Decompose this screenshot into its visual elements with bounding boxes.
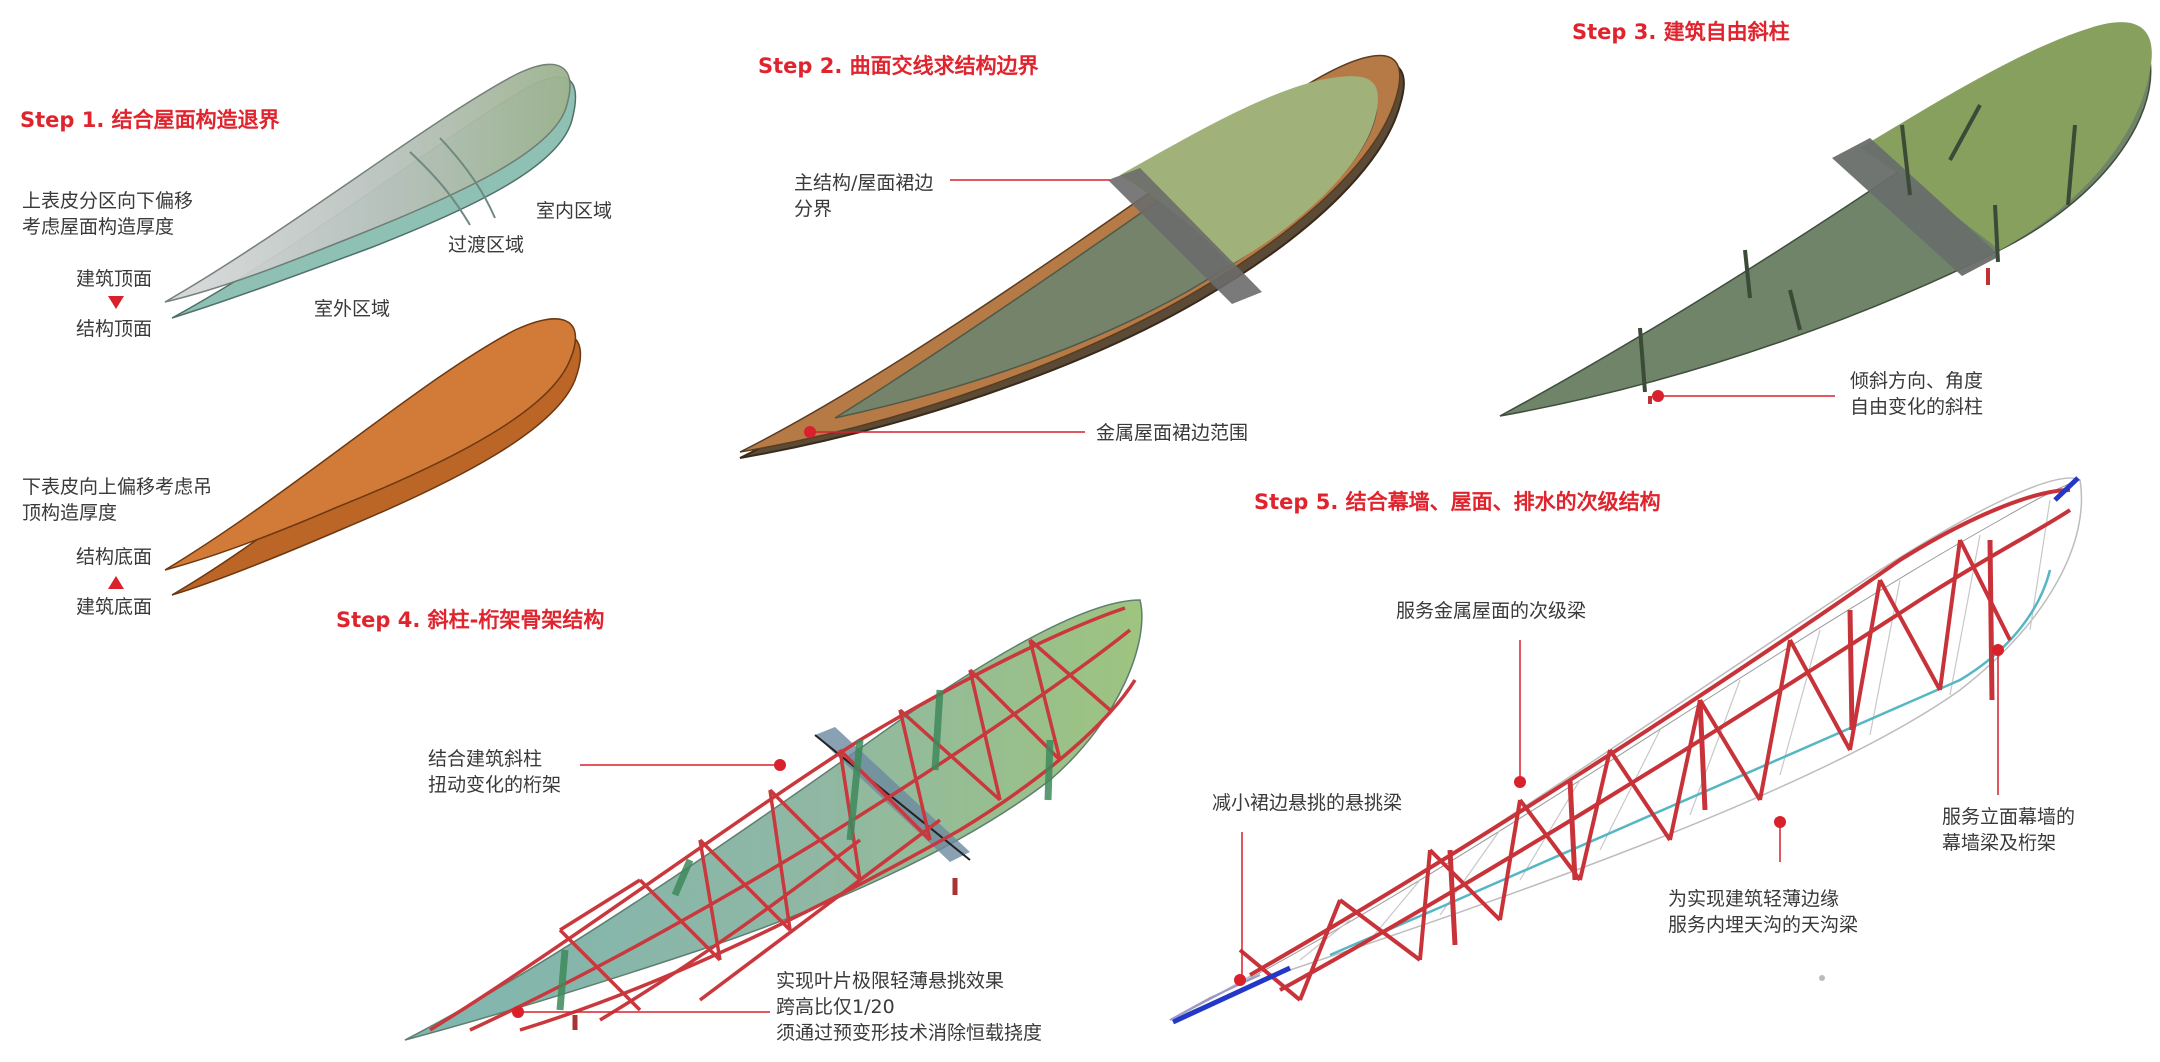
step1-transition-label: 过渡区域 [448, 234, 525, 256]
step1-top-note: 上表皮分区向下偏移 考虑屋面构造厚度 [22, 190, 194, 238]
step5-title: Step 5. 结合幕墙、屋面、排水的次级结构 [1254, 490, 1661, 514]
step1-struct-top-label: 结构顶面 [76, 318, 153, 340]
step1-struct-bottom-label: 结构底面 [76, 546, 153, 568]
step2-leaf [739, 54, 1405, 459]
step4-cantilever-label: 实现叶片极限轻薄悬挑效果 跨高比仅1/20 须通过预变形技术消除恒载挠度 [776, 970, 1043, 1044]
step1-outdoor-label: 室外区域 [314, 298, 391, 320]
step5-structure [1169, 476, 2083, 1025]
leader-dots [512, 390, 2004, 1018]
step5-secondary-beam-label: 服务金属屋面的次级梁 [1396, 600, 1587, 622]
step1-bottom-note: 下表皮向上偏移考虑吊 顶构造厚度 [22, 476, 213, 524]
step4-leaf [404, 599, 1143, 1041]
step5-cantilever-beam-label: 减小裙边悬挑的悬挑梁 [1212, 792, 1403, 814]
step3-leaf [1499, 22, 2152, 417]
leader-lines [520, 179, 1999, 1013]
arrow-up-icon [108, 576, 124, 589]
step5-curtain-wall-label: 服务立面幕墙的 幕墙梁及桁架 [1942, 806, 2076, 854]
step1-arch-bottom-label: 建筑底面 [76, 596, 153, 618]
step5-gutter-beam-label: 为实现建筑轻薄边缘 服务内埋天沟的天沟梁 [1668, 888, 1859, 936]
step1-arch-top-label: 建筑顶面 [76, 268, 153, 290]
step2-title: Step 2. 曲面交线求结构边界 [758, 54, 1039, 78]
step4-truss-label: 结合建筑斜柱 扭动变化的桁架 [428, 748, 562, 796]
step1-upper-leaf [164, 63, 577, 319]
step3-columns-label: 倾斜方向、角度 自由变化的斜柱 [1850, 370, 1984, 418]
step2-boundary-label: 主结构/屋面裙边 分界 [794, 172, 934, 220]
step2-metal-range-label: 金属屋面裙边范围 [1096, 422, 1249, 444]
step5-red-truss [1238, 488, 2072, 1002]
stray-dot [1819, 975, 1825, 981]
step3-title: Step 3. 建筑自由斜柱 [1572, 20, 1790, 44]
step1-title: Step 1. 结合屋面构造退界 [20, 108, 280, 132]
step1-lower-leaf [164, 318, 582, 596]
step4-title: Step 4. 斜柱-桁架骨架结构 [336, 608, 605, 632]
arrow-down-icon [108, 296, 124, 309]
step1-indoor-label: 室内区域 [536, 200, 613, 222]
